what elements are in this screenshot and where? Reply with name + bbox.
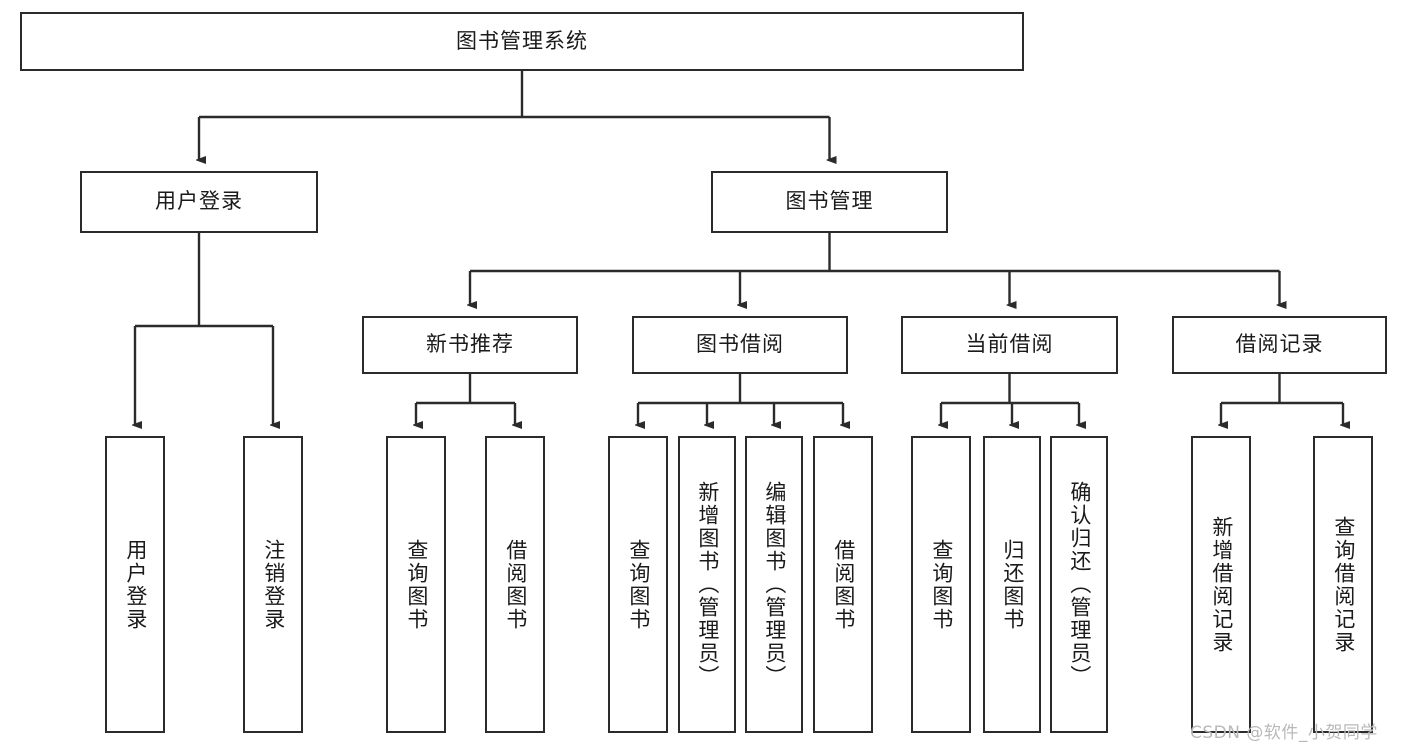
node-leaf-borrow-book-2[interactable]: 借阅图书: [813, 436, 873, 733]
node-user-login[interactable]: 用户登录: [80, 171, 318, 233]
node-label: 确认归还（管理员）: [1067, 481, 1092, 688]
node-leaf-user-login[interactable]: 用户登录: [105, 436, 165, 733]
node-label: 新增图书（管理员）: [695, 481, 720, 688]
node-leaf-query-book-1[interactable]: 查询图书: [386, 436, 446, 733]
node-label: 用户登录: [123, 538, 148, 631]
node-current-borrow[interactable]: 当前借阅: [901, 316, 1118, 374]
node-new-book-rec[interactable]: 新书推荐: [362, 316, 578, 374]
node-label: 查询图书: [626, 538, 651, 631]
node-label: 图书借阅: [696, 332, 784, 357]
node-label: 查询图书: [404, 538, 429, 631]
node-leaf-add-record[interactable]: 新增借阅记录: [1191, 436, 1251, 733]
node-label: 用户登录: [155, 189, 243, 214]
node-label: 借阅图书: [831, 538, 856, 631]
node-label: 查询借阅记录: [1331, 515, 1356, 654]
node-leaf-confirm-return[interactable]: 确认归还（管理员）: [1050, 436, 1108, 733]
node-label: 图书管理: [785, 189, 874, 214]
node-label: 新增借阅记录: [1209, 515, 1234, 654]
node-label: 借阅图书: [503, 538, 528, 631]
node-root[interactable]: 图书管理系统: [20, 12, 1024, 71]
node-label: 归还图书: [1000, 538, 1025, 631]
node-label: 新书推荐: [426, 332, 514, 357]
node-label: 注销登录: [261, 538, 286, 631]
node-leaf-return-book[interactable]: 归还图书: [983, 436, 1041, 733]
node-leaf-query-book-3[interactable]: 查询图书: [911, 436, 971, 733]
node-borrow-record[interactable]: 借阅记录: [1172, 316, 1387, 374]
node-label: 借阅记录: [1235, 332, 1324, 357]
node-leaf-query-book-2[interactable]: 查询图书: [608, 436, 668, 733]
node-leaf-logout[interactable]: 注销登录: [243, 436, 303, 733]
node-book-borrow[interactable]: 图书借阅: [632, 316, 848, 374]
node-leaf-edit-book[interactable]: 编辑图书（管理员）: [745, 436, 803, 733]
node-label: 图书管理系统: [456, 28, 588, 53]
node-label: 查询图书: [929, 538, 954, 631]
node-label: 编辑图书（管理员）: [762, 481, 787, 688]
node-label: 当前借阅: [965, 332, 1054, 357]
node-leaf-borrow-book-1[interactable]: 借阅图书: [485, 436, 545, 733]
node-book-manage[interactable]: 图书管理: [711, 171, 948, 233]
node-leaf-query-record[interactable]: 查询借阅记录: [1313, 436, 1373, 733]
node-leaf-add-book[interactable]: 新增图书（管理员）: [678, 436, 736, 733]
